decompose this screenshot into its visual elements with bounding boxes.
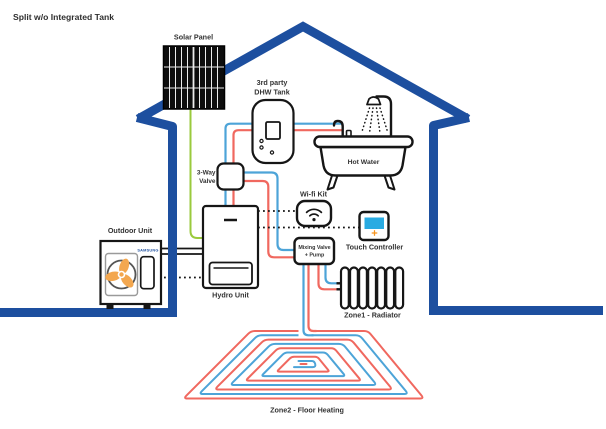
shower-pipe: [375, 95, 393, 138]
dhw-tank-port-3: [269, 150, 275, 155]
three-way-valve: 3-Way Valve: [197, 162, 245, 191]
touch-controller-screen: [364, 217, 384, 229]
dhw-tank-label-line1: 3rd party: [257, 78, 288, 87]
right-wall: [429, 113, 470, 315]
hot-pipe-tank-tub: [232, 129, 342, 206]
fan-hub: [119, 272, 124, 277]
floor-coil-cold-loops: [199, 334, 408, 395]
hydro-unit-label: Hydro Unit: [212, 291, 249, 300]
refrigerant-pipes: [159, 247, 204, 255]
left-wall: [135, 113, 177, 317]
outdoor-unit-foot-left: [106, 304, 114, 309]
hot-pipe-mixing-floor: [307, 263, 317, 333]
dhw-tank-port-1: [259, 138, 264, 144]
coil-cold-loop-1: [230, 342, 377, 386]
cold-pipe-mixing-floor: [302, 263, 314, 337]
three-way-valve-label-line1: 3-Way: [197, 170, 216, 177]
three-way-valve-label-line2: Valve: [199, 178, 216, 185]
cold-pipe-valve-mixing: [243, 171, 295, 252]
floor-heating-coil: [184, 326, 424, 400]
touch-controller-home-button: [371, 230, 378, 236]
shower-spray: [360, 107, 389, 134]
page-title: Split w/o Integrated Tank: [13, 12, 114, 22]
radiator-fins: [339, 266, 405, 310]
fan-blades: [105, 258, 134, 288]
outdoor-unit-label: Outdoor Unit: [108, 226, 153, 235]
coil-cold-hook: [293, 360, 317, 369]
solar-panel-label: Solar Panel: [174, 33, 213, 42]
hot-pipe-valve-mixing: [243, 179, 295, 259]
zone1-label: Zone1 - Radiator: [344, 311, 401, 320]
coil-hot-loop-1: [215, 338, 392, 391]
mixing-valve-label-line1: Mixing Valve: [298, 245, 330, 251]
cold-pipe-tank-tub: [224, 122, 342, 206]
coil-cold-loop-0: [199, 334, 408, 395]
tub-body: [319, 145, 407, 177]
touch-controller: Touch Controller: [346, 210, 404, 252]
mixing-valve-body: [293, 236, 336, 266]
wifi-kit-label: Wi-fi Kit: [300, 190, 328, 199]
touch-controller-label: Touch Controller: [346, 243, 404, 252]
outdoor-unit-side-panel: [139, 255, 155, 290]
tub-faucet: [332, 119, 344, 138]
bathtub: Hot Water: [313, 95, 414, 191]
wifi-kit: Wi-fi Kit: [295, 190, 333, 228]
tub-rim: [313, 135, 414, 149]
floor-coil-hot-loops: [184, 330, 424, 400]
outdoor-unit: SAMSUNG Outdoor Unit: [99, 226, 163, 309]
tub-foot-left: [326, 174, 339, 191]
house-outline: [0, 21, 603, 317]
mixing-valve-label-line2: + Pump: [305, 253, 325, 259]
piping: [159, 108, 359, 337]
outdoor-unit-brand: SAMSUNG: [137, 248, 158, 253]
radiator: Zone1 - Radiator: [336, 266, 405, 320]
shower-head: [366, 96, 382, 106]
dhw-tank: 3rd party DHW Tank: [251, 78, 295, 165]
dhw-tank-panel: [265, 121, 281, 140]
coil-entry-gap: [298, 326, 312, 338]
mixing-valve: Mixing Valve + Pump: [293, 236, 336, 266]
coil-hot-loop-3: [276, 355, 330, 373]
solar-panel-grid: [164, 47, 224, 108]
hydro-unit: Hydro Unit: [201, 204, 260, 300]
wifi-icon: [305, 208, 323, 222]
coil-hot-loop-0: [184, 330, 424, 400]
outdoor-unit-foot-right: [143, 304, 151, 309]
tub-foot-right: [383, 174, 396, 191]
outdoor-unit-fan-frame: [104, 252, 139, 297]
cold-pipe-mixing-radiator: [324, 263, 338, 285]
dhw-tank-port-2: [259, 145, 264, 150]
three-way-valve-body: [216, 162, 245, 191]
hot-water-pipes: [232, 129, 342, 333]
coil-cold-loop-2: [261, 351, 346, 378]
hot-water-label: Hot Water: [348, 159, 380, 166]
hydro-unit-drawer: [208, 261, 253, 286]
coil-hot-loop-2: [245, 347, 361, 382]
hot-pipe-mixing-radiator: [317, 263, 338, 291]
cold-water-pipes: [224, 122, 342, 337]
solar-feed-line: [189, 108, 204, 239]
zone2-label: Zone2 - Floor Heating: [270, 406, 344, 415]
dhw-tank-label-line2: DHW Tank: [254, 88, 289, 97]
solar-panel: Solar Panel: [162, 33, 226, 110]
control-wires: [159, 210, 359, 279]
